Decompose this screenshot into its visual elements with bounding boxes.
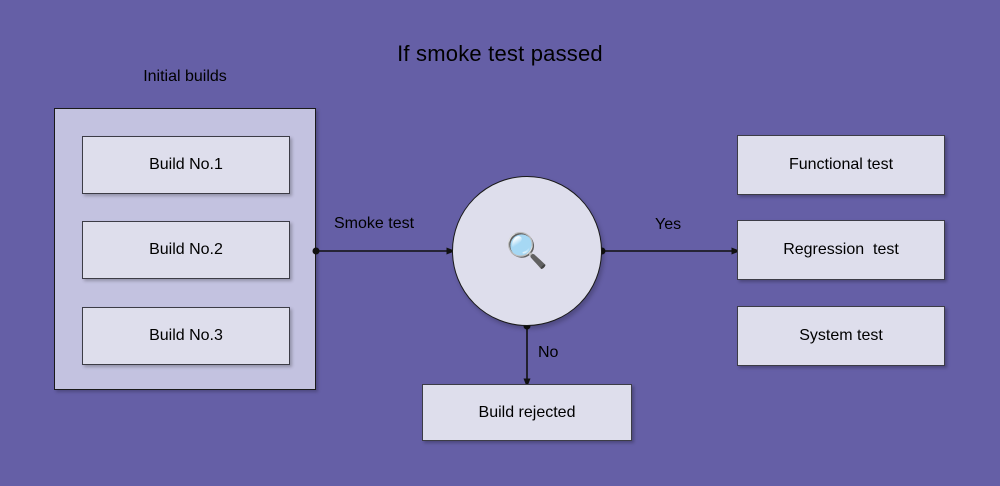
edge-label-yes: Yes	[655, 216, 682, 233]
build-box-2[interactable]: Build No.2	[82, 221, 290, 279]
build-box-1[interactable]: Build No.1	[82, 136, 290, 194]
edge-yes	[598, 247, 741, 255]
diagram-title: If smoke test passed	[397, 41, 603, 66]
system-test-box[interactable]: System test	[737, 306, 945, 366]
edge-smoke-test	[312, 247, 456, 255]
regression-test-box[interactable]: Regression test	[737, 220, 945, 280]
initial-builds-label: Initial builds	[143, 68, 227, 85]
decision-node[interactable]: 🔍	[452, 176, 602, 326]
edge-label-no: No	[538, 344, 559, 361]
magnifying-glass-icon: 🔍	[505, 232, 549, 270]
edge-no	[523, 322, 531, 388]
edge-label-smoke-test: Smoke test	[334, 215, 415, 232]
build-rejected-box[interactable]: Build rejected	[422, 384, 632, 441]
functional-test-box[interactable]: Functional test	[737, 135, 945, 195]
build-box-3[interactable]: Build No.3	[82, 307, 290, 365]
